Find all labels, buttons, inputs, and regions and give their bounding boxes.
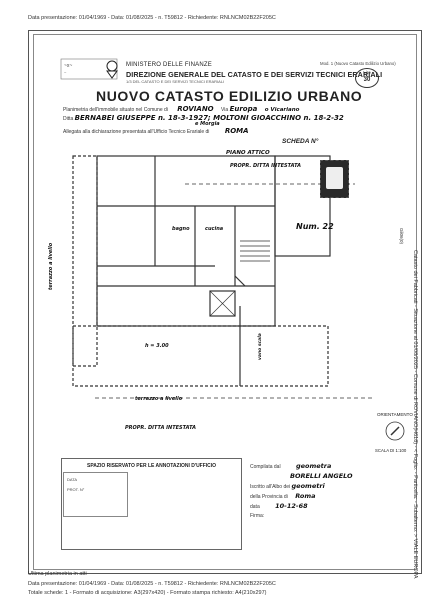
scheda-label: SCHEDA N° (282, 138, 319, 145)
footer-schede-line: Totale schede: 1 - Formato di acquisizio… (28, 590, 267, 596)
republic-emblem-icon (106, 60, 118, 79)
ditta-note: e Morgia (195, 121, 220, 127)
sheet-inner-border (33, 34, 417, 570)
office-reserved-box (61, 458, 242, 550)
h-label: h = 3.00 (145, 343, 169, 349)
compilation-block: Compilata dal geometra BORELLI ANGELO Is… (250, 462, 353, 519)
svg-text:~: ~ (64, 70, 67, 75)
lire-value: 30 (363, 77, 371, 83)
office-prot-label: PROT. N° (67, 487, 85, 492)
footer-ultima: Ultima planimetria in atti (28, 571, 87, 577)
modello-label: Mod. 1 (Nuovo Catasto Edilizio Urbano) (320, 61, 396, 66)
ministry-line: MINISTERO DELLE FINANZE (126, 62, 212, 68)
ditta-row: Ditta BERNABEI GIUSEPPE n. 18-3-1927; MO… (63, 114, 344, 122)
revenue-stamp (320, 160, 349, 198)
handwritten-number: Num. 22 (296, 222, 334, 231)
allegata-row: Allegata alla dichiarazione presentata a… (63, 127, 249, 135)
side-vertical-text: Catasto dei Fabbricati - Situazione al 0… (412, 250, 418, 579)
emblem-icon: ~x~ ~ (60, 58, 118, 80)
catasto-title: NUOVO CATASTO EDILIZIO URBANO (96, 88, 363, 104)
proprieta-top: PROPR. DITTA INTESTATA (230, 163, 301, 169)
room-bagno: bagno (172, 226, 190, 232)
room-terrazzo-bottom: terrazzo a livello (135, 396, 183, 402)
direzione-line: DIREZIONE GENERALE DEL CATASTO E DEI SER… (126, 70, 383, 79)
lire-stamp: Lire 30 (355, 68, 379, 88)
svg-text:~x~: ~x~ (64, 63, 72, 69)
office-stamp-area: DATA PROT. N° (63, 472, 128, 517)
scala-label: SCALA DI 1:100 (375, 448, 407, 453)
floor-plan (72, 155, 405, 441)
office-data-label: DATA (67, 477, 78, 482)
room-terrazzo-left: terrazzo a livello (48, 242, 54, 290)
header-presentation-line: Data presentazione: 01/04/1969 - Data: 0… (28, 15, 276, 21)
piano-label: PIANO ATTICO (226, 150, 270, 156)
direzione-subline: 1/3 DEL CATASTO E DEI SERVIZI TECNICI ER… (126, 79, 225, 84)
proprieta-bottom: PROPR. DITTA INTESTATA (125, 425, 196, 431)
sheet-border (28, 30, 422, 574)
orientamento-label: ORIENTAMENTO (377, 412, 413, 417)
room-cucina: cucina (205, 226, 224, 232)
office-reserved-title: SPAZIO RISERVATO PER LE ANNOTAZIONI D'UF… (87, 463, 217, 469)
side-vertical-id: Gil06(0) (399, 228, 404, 245)
vano-scala-label: vano scala (258, 333, 263, 360)
footer-presentation-line: Data presentazione: 01/04/1969 - Data: 0… (28, 581, 276, 587)
lire-label: Lire (363, 70, 371, 75)
planimetria-row: Planimetria dell'immobile situato nel Co… (63, 105, 300, 113)
